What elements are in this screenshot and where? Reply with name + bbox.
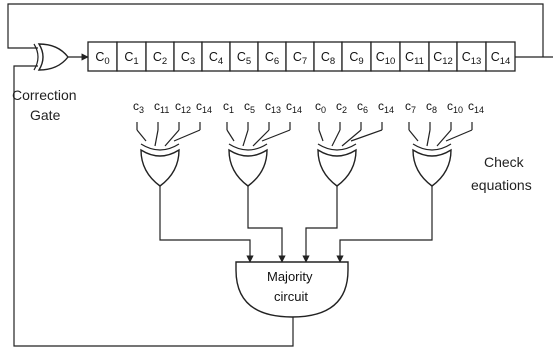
check-output-wire [159,186,254,263]
register-cell-label: C6 [265,50,279,67]
register-cell-label: C5 [237,50,251,67]
register-cell-label: C7 [293,50,307,67]
register-cell-label: C1 [124,50,138,67]
register-cell [485,41,516,72]
check-xor-gate [412,148,452,187]
register-cell-label: C9 [349,50,363,67]
check-input-wire [331,129,341,147]
check-input-wire [436,129,452,147]
check-input-wire [252,129,270,147]
register-cell [370,41,401,72]
check-input-wire [154,129,159,147]
feedback-loop [7,3,553,347]
register-cell [257,41,287,72]
correction-gate-label-1: Correction [12,87,77,103]
correction-gate-label-2: Gate [30,107,61,123]
check-input-label: c14 [378,99,394,115]
check-input-wire [164,129,180,147]
register-cell-label: C2 [153,50,167,67]
correction-gate [33,43,89,71]
check-xor-gate [140,148,180,187]
majority-circuit [235,261,349,318]
register-cell [87,41,118,72]
register-cell-label: C14 [491,50,511,67]
check-input-wire [136,129,147,142]
register-cell [229,41,259,72]
check-input-label: c8 [426,99,437,115]
register-cell-label: C3 [181,50,195,67]
check-input-label: c10 [447,99,463,115]
feedback-wire-top [7,3,553,58]
check-input-label: c13 [265,99,281,115]
check-input-label: c14 [468,99,484,115]
check-input-wire [261,129,291,142]
check-input-wire [318,129,324,142]
register-cell-label: C12 [433,50,453,67]
check-xor-back-curve [412,143,452,151]
check-input-wire [350,129,383,142]
check-input-label: c0 [315,99,326,115]
check-output-wire [247,186,286,263]
check-output-wire [302,186,338,263]
register-cell [285,41,315,72]
check-input-label: c5 [244,99,255,115]
check-xor-back-curve [228,143,268,151]
check-input-label: c11 [154,99,169,115]
shift-register: C0 C1 C2 C3 C4 C5 C6 C7 C8 C9 C10 C11 C12 C13 C14 [87,41,543,72]
check-input-wire [426,129,431,147]
check-input-wire [408,129,419,142]
register-cell [399,41,430,72]
check-input-label: c7 [405,99,416,115]
register-cell [428,41,458,72]
check-equation-gates: c3 c11 c12 c14 c1 c5 c13 c14 c0 c2 c6 c14 c7 c8 c10 c14 [133,99,484,263]
check-input-label: c14 [196,99,212,115]
gate-input-wire [13,65,38,70]
check-output-wire [336,186,433,263]
check-input-wire [242,129,249,147]
register-cell [145,41,175,72]
check-input-label: c14 [286,99,302,115]
check-xor-gate [228,148,268,187]
register-cell [201,41,231,72]
majority-label-1: Majority [267,269,313,284]
check-equations-label-1: Check [484,154,525,170]
register-cell-label: C13 [462,50,482,67]
feedback-wire-left [13,70,294,347]
check-input-wire [341,129,362,147]
register-cell [341,41,372,72]
majority-label-2: circuit [274,289,308,304]
register-cell [116,41,147,72]
check-xor-back-curve [317,143,357,151]
check-input-label: c6 [357,99,368,115]
check-xor-back-curve [140,143,180,151]
check-input-label: c1 [223,99,234,115]
check-equations-label-2: equations [471,177,532,193]
register-cell-label: C0 [95,50,109,67]
register-cell-label: C11 [405,50,424,67]
register-cell-label: C10 [376,50,396,67]
correction-xor-gate [37,43,69,71]
check-input-wire [226,129,235,142]
check-input-label: c12 [175,99,191,115]
check-input-label: c3 [133,99,144,115]
check-input-wire [445,129,473,142]
majority-gate [235,261,349,318]
register-cell-label: C4 [209,50,223,67]
register-cell-label: C8 [321,50,335,67]
check-input-wire [173,129,201,142]
check-input-label: c2 [336,99,347,115]
check-xor-gate [317,148,357,187]
correction-xor-back-curve [33,43,39,71]
